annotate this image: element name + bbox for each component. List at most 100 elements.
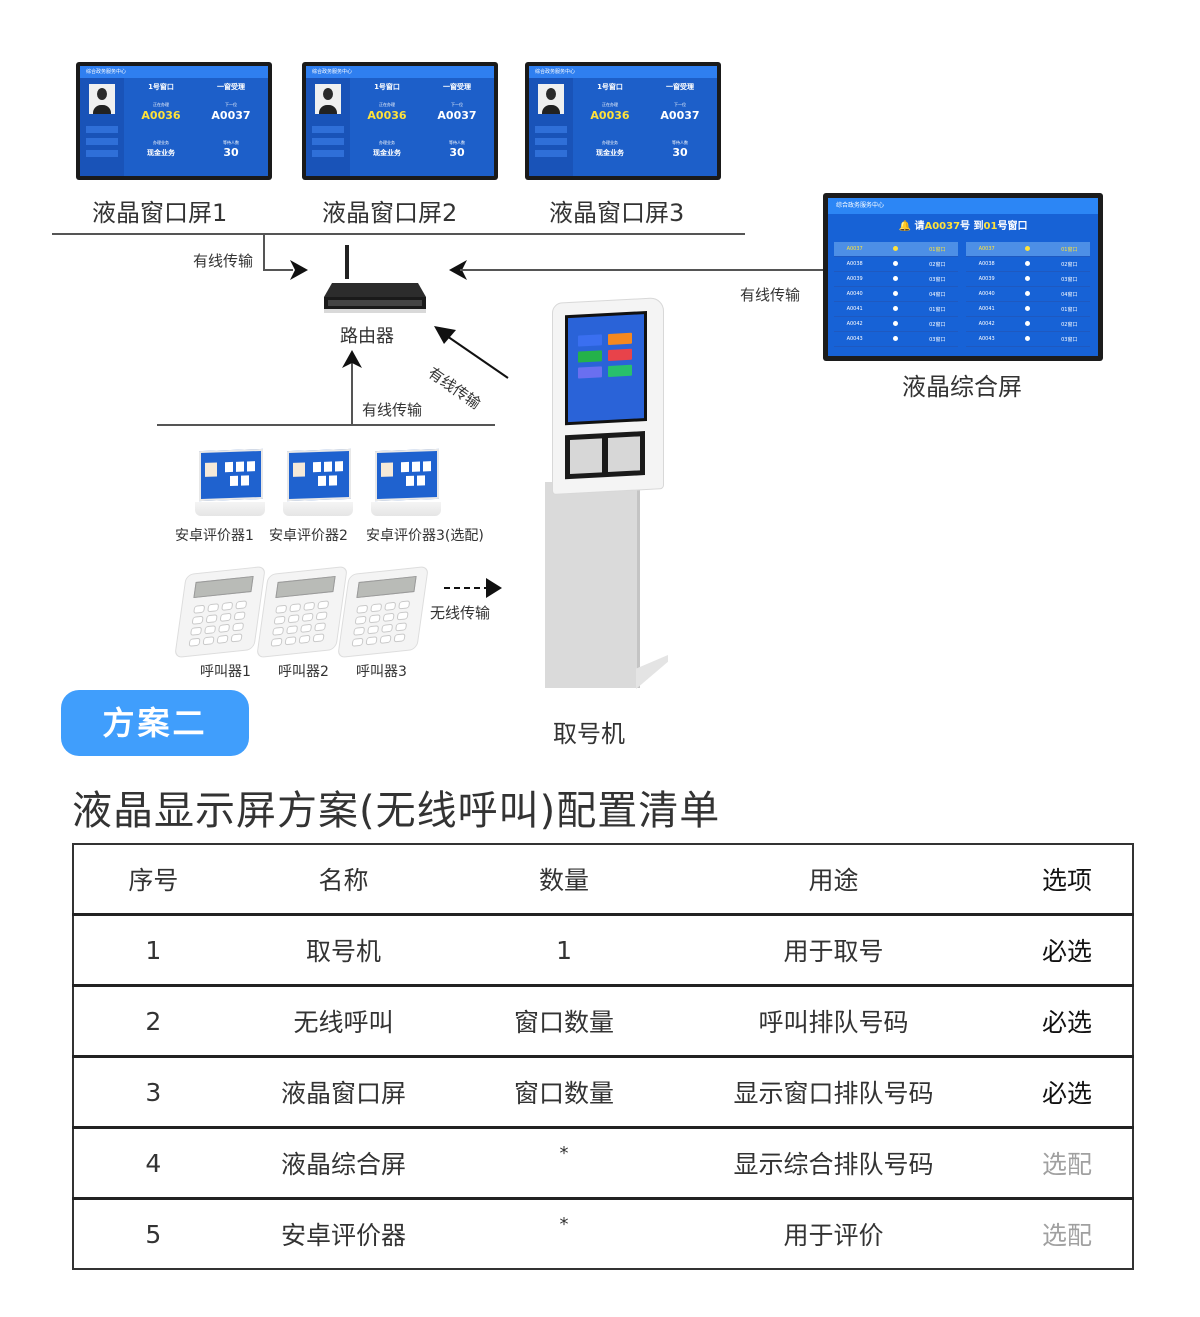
status-dot-icon bbox=[875, 260, 916, 268]
wireless-label: 无线传输 bbox=[430, 604, 491, 622]
waiting-label: 等待人数 bbox=[449, 140, 465, 145]
queue-number: A0037 bbox=[846, 246, 863, 252]
current-number: A0036 bbox=[367, 109, 407, 122]
staff-info bbox=[535, 126, 567, 133]
waiting-label: 等待人数 bbox=[223, 140, 239, 145]
window-title: 1号窗口 bbox=[374, 83, 400, 91]
kiosk-screen bbox=[565, 310, 647, 426]
wired-label-overview: 有线传输 bbox=[740, 286, 801, 304]
wireless-caller-device bbox=[256, 565, 348, 659]
cell-use: 用于评价 bbox=[673, 1197, 994, 1269]
header-no: 序号 bbox=[128, 866, 179, 895]
caller-label: 呼叫器1 bbox=[200, 664, 251, 680]
queue-number: A0041 bbox=[846, 306, 863, 312]
overview-row: A0038 02窗口 bbox=[966, 257, 1090, 272]
cell-qty: * bbox=[454, 1197, 674, 1269]
cell-qty: 窗口数量 bbox=[454, 984, 674, 1057]
queue-number: A0043 bbox=[846, 336, 863, 342]
caller-label: 呼叫器3 bbox=[356, 664, 407, 680]
window-number: 02窗口 bbox=[929, 261, 946, 268]
window-to-router-line bbox=[263, 269, 293, 271]
window-screen-label: 液晶窗口屏2 bbox=[322, 199, 458, 227]
android-evaluator-device bbox=[371, 448, 441, 516]
overview-call-line: 🔔 请A0037号 到01号窗口 bbox=[898, 221, 1028, 232]
staff-panel bbox=[80, 78, 124, 176]
staff-photo bbox=[315, 84, 341, 114]
queue-number: A0038 bbox=[846, 261, 863, 267]
staff-panel bbox=[529, 78, 573, 176]
service-name: 一窗受理 bbox=[666, 83, 694, 91]
business-name: 现金业务 bbox=[147, 149, 175, 157]
status-dot-icon bbox=[875, 335, 916, 343]
next-label: 下一位 bbox=[674, 102, 686, 107]
queue-number: A0038 bbox=[978, 261, 995, 267]
status-dot-icon bbox=[1007, 335, 1048, 343]
cell-qty: 1 bbox=[454, 913, 674, 986]
business-name: 现金业务 bbox=[373, 149, 401, 157]
header-qty: 数量 bbox=[539, 866, 590, 895]
window-number: 01窗口 bbox=[1061, 246, 1078, 253]
queue-number: A0039 bbox=[978, 276, 995, 282]
cell-name: 液晶综合屏 bbox=[232, 1126, 455, 1199]
cell-no: 1 bbox=[73, 913, 233, 986]
status-dot-icon bbox=[1007, 320, 1048, 328]
arrow-left-icon bbox=[449, 260, 467, 280]
evaluator-label: 安卓评价器1 bbox=[175, 528, 254, 544]
staff-panel bbox=[306, 78, 350, 176]
service-name: 一窗受理 bbox=[217, 83, 245, 91]
business-label: 办理业务 bbox=[602, 140, 618, 145]
staff-info bbox=[312, 150, 344, 157]
header-use: 用途 bbox=[808, 866, 859, 895]
next-number: A0037 bbox=[211, 109, 251, 122]
overview-row: A0037 01窗口 bbox=[834, 242, 958, 257]
window-number: 02窗口 bbox=[1061, 321, 1078, 328]
waiting-count: 30 bbox=[449, 146, 465, 159]
overview-row: A0038 02窗口 bbox=[834, 257, 958, 272]
staff-photo bbox=[89, 84, 115, 114]
staff-info bbox=[535, 150, 567, 157]
wireless-dashed-arrow bbox=[444, 578, 502, 598]
waiting-count: 30 bbox=[223, 146, 239, 159]
kiosk-to-router-arrow bbox=[434, 326, 509, 379]
arrow-right-icon bbox=[290, 260, 308, 280]
window-number: 01窗口 bbox=[929, 246, 946, 253]
queue-number: A0042 bbox=[846, 321, 863, 327]
window-number: 04窗口 bbox=[1061, 291, 1078, 298]
status-dot-icon bbox=[875, 275, 916, 283]
qty-value: 1 bbox=[556, 935, 572, 965]
header-name: 名称 bbox=[318, 866, 369, 895]
cell-use: 显示综合排队号码 bbox=[673, 1126, 994, 1199]
queue-number: A0039 bbox=[846, 276, 863, 282]
queue-number: A0041 bbox=[978, 306, 995, 312]
queue-number: A0040 bbox=[978, 291, 995, 297]
staff-photo bbox=[538, 84, 564, 114]
cell-name: 液晶窗口屏 bbox=[232, 1055, 455, 1128]
qty-value: 窗口数量 bbox=[514, 1079, 615, 1108]
business-label: 办理业务 bbox=[379, 140, 395, 145]
overview-to-router-line bbox=[460, 269, 824, 271]
kiosk-head bbox=[552, 297, 664, 495]
cell-name: 无线呼叫 bbox=[232, 984, 455, 1057]
waiting-label: 等待人数 bbox=[672, 140, 688, 145]
business-name: 现金业务 bbox=[596, 149, 624, 157]
window-number: 02窗口 bbox=[1061, 261, 1078, 268]
cell-option: 选配 bbox=[993, 1126, 1133, 1199]
wireless-caller-device bbox=[174, 565, 266, 659]
queue-number: A0043 bbox=[978, 336, 995, 342]
status-dot-icon bbox=[1007, 305, 1048, 313]
qty-value: * bbox=[559, 1142, 569, 1164]
cell-use: 显示窗口排队号码 bbox=[673, 1055, 994, 1128]
next-number: A0037 bbox=[660, 109, 700, 122]
cell-qty: * bbox=[454, 1126, 674, 1199]
router-icon bbox=[324, 245, 426, 313]
current-number: A0036 bbox=[590, 109, 630, 122]
